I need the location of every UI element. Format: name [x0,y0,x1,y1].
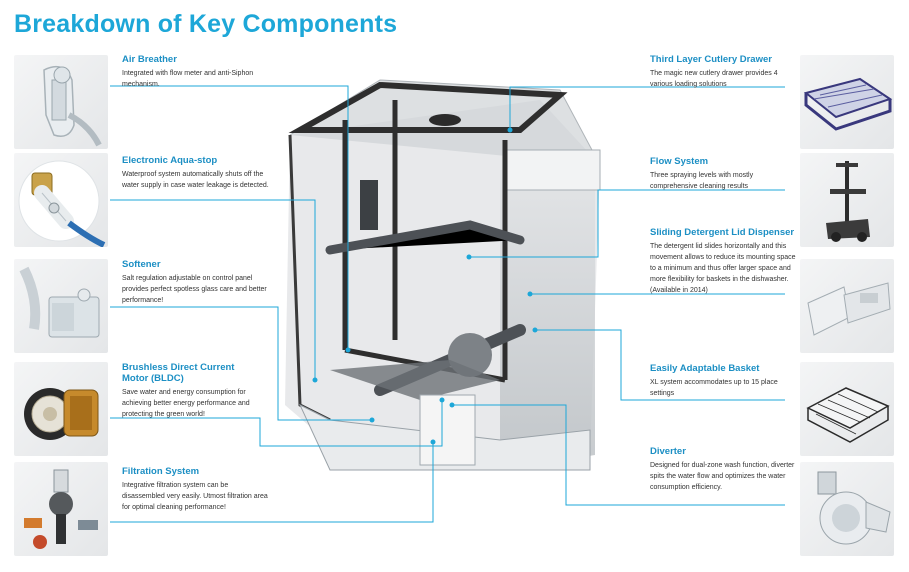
component-bldc-motor: Brushless Direct Current Motor (BLDC) Sa… [122,362,257,420]
component-desc: Designed for dual-zone wash function, di… [650,462,795,491]
component-filtration: Filtration System Integrative filtration… [122,466,272,513]
component-air-breather: Air Breather Integrated with flow meter … [122,54,272,90]
component-desc: Salt regulation adjustable on control pa… [122,275,267,304]
component-diverter: Diverter Designed for dual-zone wash fun… [650,446,800,493]
component-title: Brushless Direct Current Motor (BLDC) [122,362,235,384]
component-desc: Save water and energy consumption for ac… [122,389,250,418]
spray-arm-icon [800,153,894,247]
component-title: Electronic Aqua-stop [122,155,218,166]
softener-icon [14,259,108,353]
page-title: Breakdown of Key Components [14,10,398,38]
component-aqua-stop: Electronic Aqua-stop Waterproof system a… [122,155,272,191]
component-title: Sliding Detergent Lid Dispenser [650,227,795,238]
component-title: Softener [122,259,161,270]
cutlery-drawer-icon [800,55,894,149]
component-title: Flow System [650,156,709,167]
filtration-icon [14,462,108,556]
component-title: Third Layer Cutlery Drawer [650,54,772,65]
component-desc: XL system accommodates up to 15 place se… [650,379,778,397]
component-softener: Softener Salt regulation adjustable on c… [122,259,272,306]
component-desc: Three spraying levels with mostly compre… [650,172,754,190]
diverter-icon [800,462,894,556]
detergent-dispenser-icon [800,259,894,353]
basket-icon [800,362,894,456]
component-flow-system: Flow System Three spraying levels with m… [650,156,800,192]
component-title: Easily Adaptable Basket [650,363,760,374]
component-cutlery-drawer: Third Layer Cutlery Drawer The magic new… [650,54,800,90]
component-desc: The detergent lid slides horizontally an… [650,243,796,294]
component-title: Air Breather [122,54,177,65]
bldc-motor-icon [14,362,108,456]
component-basket: Easily Adaptable Basket XL system accomm… [650,363,800,399]
component-desc: Integrated with flow meter and anti-Siph… [122,70,254,88]
air-breather-icon [14,55,108,149]
component-detergent-dispenser: Sliding Detergent Lid Dispenser The dete… [650,227,800,296]
component-title: Diverter [650,446,686,457]
component-desc: Integrative filtration system can be dis… [122,482,268,511]
aqua-stop-icon [14,153,108,247]
component-desc: Waterproof system automatically shuts of… [122,171,269,189]
component-title: Filtration System [122,466,200,477]
component-desc: The magic new cutlery drawer provides 4 … [650,70,778,88]
